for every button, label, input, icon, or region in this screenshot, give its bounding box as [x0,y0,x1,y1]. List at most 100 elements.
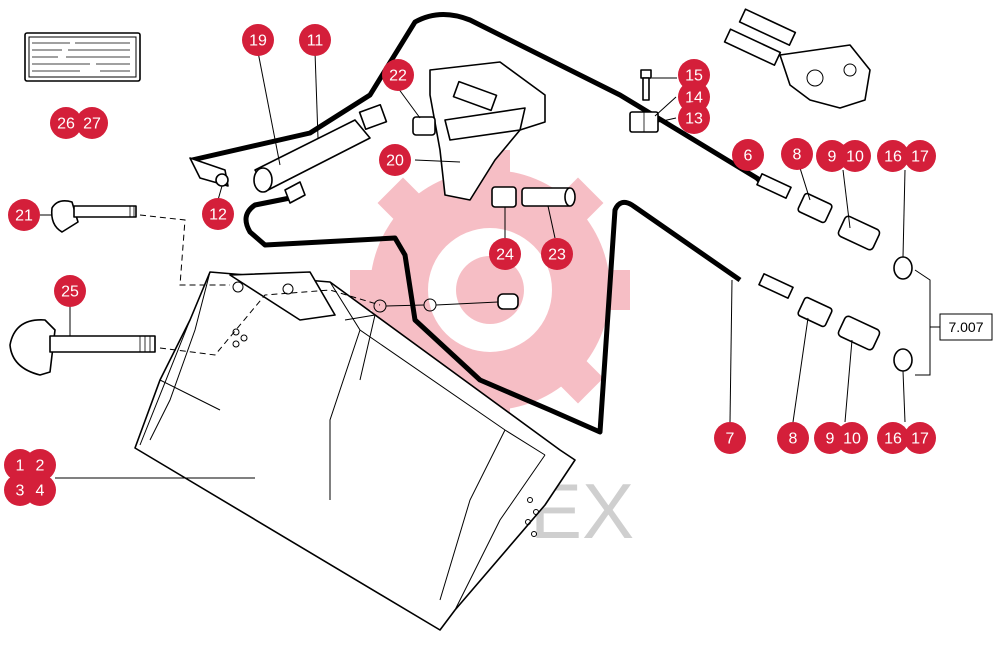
callout-22: 22 [382,59,414,91]
callout-circle [379,144,411,176]
callout-8: 8 [777,422,809,454]
callout-17: 17 [904,140,936,172]
callout-circle [678,59,710,91]
clamp-13 [629,111,659,133]
callout-4: 4 [24,474,56,506]
callout-circle [777,422,809,454]
callout-circle [904,422,936,454]
callout-number: 16 [884,431,902,448]
bucket [134,271,576,631]
callout-15: 15 [678,59,710,91]
callout-10: 10 [836,422,868,454]
adapter-8-lower [797,296,833,328]
callout-circle [24,474,56,506]
callout-9: 9 [816,140,848,172]
callout-9: 9 [814,422,846,454]
coupler-9-10-lower [837,315,881,351]
bushing-24 [491,186,517,208]
callout-circle [839,140,871,172]
callout-number: 15 [685,68,703,85]
cylinder-19 [253,103,388,204]
callout-number: 16 [884,149,902,166]
callout-circle [299,24,331,56]
bushing-22 [412,116,436,136]
callout-number: 21 [15,208,33,225]
callout-circle [76,107,108,139]
callout-circle [732,139,764,171]
adapter-8-upper [797,192,833,224]
callout-circle [904,140,936,172]
pin-23 [521,187,576,207]
callout-circle [814,422,846,454]
callout-circle [678,102,710,134]
callout-circle [816,140,848,172]
callout-circle [382,59,414,91]
callout-circle [877,422,909,454]
bolt-15 [640,69,652,101]
callout-number: 3 [16,483,25,500]
callout-number: 19 [249,33,267,50]
callout-circle [202,198,234,230]
quick-coupler [723,8,871,109]
pin-21 [50,200,137,233]
pin-25 [9,319,156,376]
callout-23: 23 [541,238,573,270]
callout-number: 12 [209,207,227,224]
hose-end-6 [756,173,792,199]
callout-circle [836,422,868,454]
callout-number: 25 [61,284,79,301]
callout-6: 6 [732,139,764,171]
callout-12: 12 [202,198,234,230]
chain-links [373,293,519,313]
hydraulic-hoses [191,12,762,435]
callout-number: 8 [793,147,802,164]
callout-circle [54,275,86,307]
leader-lines [40,51,906,479]
callout-circle [50,107,82,139]
callout-number: 4 [36,483,45,500]
callout-circle [877,140,909,172]
callout-number: 17 [911,431,929,448]
callout-16: 16 [877,422,909,454]
callout-27: 27 [76,107,108,139]
callout-circle [8,199,40,231]
reference-label: 7.007 [948,319,983,335]
callout-10: 10 [839,140,871,172]
callout-number: 14 [685,90,703,107]
callout-21: 21 [8,199,40,231]
callout-7: 7 [714,422,746,454]
reference-bracket: 7.007 [914,269,993,376]
callout-19: 19 [242,24,274,56]
callout-11: 11 [299,24,331,56]
callout-number: 11 [307,33,324,50]
callout-number: 8 [789,431,798,448]
hose-end-7 [758,273,794,299]
callout-number: 1 [16,458,25,475]
callout-number: 10 [843,431,861,448]
callout-number: 2 [36,458,45,475]
callout-circle [541,238,573,270]
o-ring-16-17-lower [893,348,913,372]
nameplate [24,32,141,82]
callout-25: 25 [54,275,86,307]
callout-number: 23 [548,247,566,264]
callout-number: 22 [389,68,407,85]
callout-number: 20 [386,153,404,170]
callout-17: 17 [904,422,936,454]
callout-number: 17 [911,149,929,166]
callout-8: 8 [781,138,813,170]
callout-number: 27 [83,116,101,133]
callout-number: 24 [496,247,514,264]
callout-circle [24,449,56,481]
callout-2: 2 [24,449,56,481]
callout-number: 7 [726,431,735,448]
callout-16: 16 [877,140,909,172]
fitting-12 [189,157,229,187]
callout-circle [489,238,521,270]
callout-circle [242,24,274,56]
callout-number: 10 [846,149,864,166]
callout-number: 13 [685,111,703,128]
